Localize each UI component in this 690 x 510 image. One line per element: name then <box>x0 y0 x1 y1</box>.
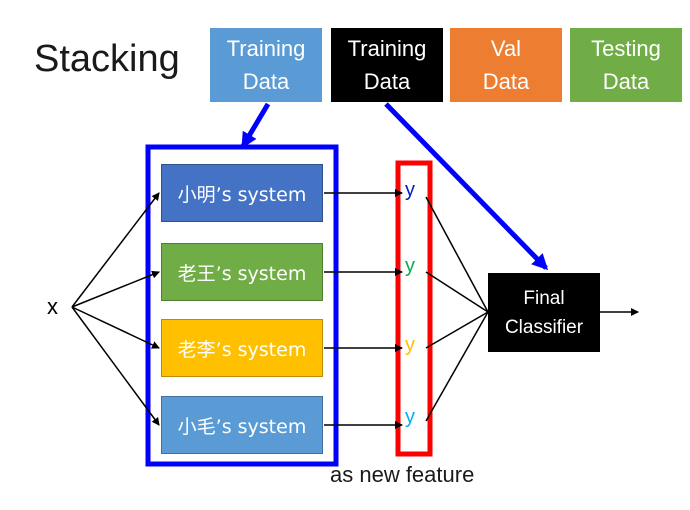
y-1-to-final-line <box>425 196 489 313</box>
output-y-3: y <box>405 334 415 356</box>
testing-data-box-line2: Data <box>602 69 650 94</box>
training-data-box-2-line2: Data <box>363 69 411 94</box>
slide-title: Stacking <box>34 38 180 80</box>
input-x-label: x <box>47 294 58 319</box>
system-1-box: 小明’s system <box>161 164 323 222</box>
final-classifier-line2: Classifier <box>504 316 584 338</box>
x-to-system-4-arrow <box>71 306 160 426</box>
x-to-system-3-arrow <box>71 306 160 349</box>
final-classifier-box: Final Classifier <box>488 273 600 352</box>
output-y-1: y <box>405 179 415 201</box>
training-data-1-arrow <box>240 102 271 149</box>
output-y-2: y <box>405 255 415 277</box>
testing-data-box-line1: Testing <box>591 36 661 61</box>
training-data-box-2: Training Data <box>331 28 443 102</box>
system-4-label: 小毛’s system <box>177 415 307 438</box>
new-feature-caption: as new feature <box>330 462 475 487</box>
y-3-to-final-line <box>425 311 489 349</box>
system-2-label: 老王’s system <box>177 262 307 285</box>
final-classifier-line1: Final <box>523 287 565 309</box>
system-2-box: 老王’s system <box>161 243 323 301</box>
system-1-label: 小明’s system <box>177 183 307 206</box>
y-2-to-final-line <box>425 271 489 313</box>
output-y-4: y <box>405 406 415 428</box>
training-data-box-1: Training Data <box>210 28 322 102</box>
new-feature-frame <box>395 160 433 457</box>
training-data-box-1-line2: Data <box>242 69 290 94</box>
system-3-label: 老李’s system <box>177 338 307 361</box>
system-3-box: 老李’s system <box>161 319 323 377</box>
training-data-2-arrow <box>384 102 549 271</box>
val-data-box-line2: Data <box>482 69 530 94</box>
testing-data-box: Testing Data <box>570 28 682 102</box>
training-data-box-2-line1: Training <box>347 36 427 61</box>
training-data-box-1-line1: Training <box>226 36 306 61</box>
system-4-box: 小毛’s system <box>161 396 323 454</box>
val-data-box-line1: Val <box>490 36 522 61</box>
x-to-system-2-arrow <box>71 270 160 308</box>
y-4-to-final-line <box>425 311 489 422</box>
x-to-system-1-arrow <box>71 192 160 308</box>
val-data-box: Val Data <box>450 28 562 102</box>
